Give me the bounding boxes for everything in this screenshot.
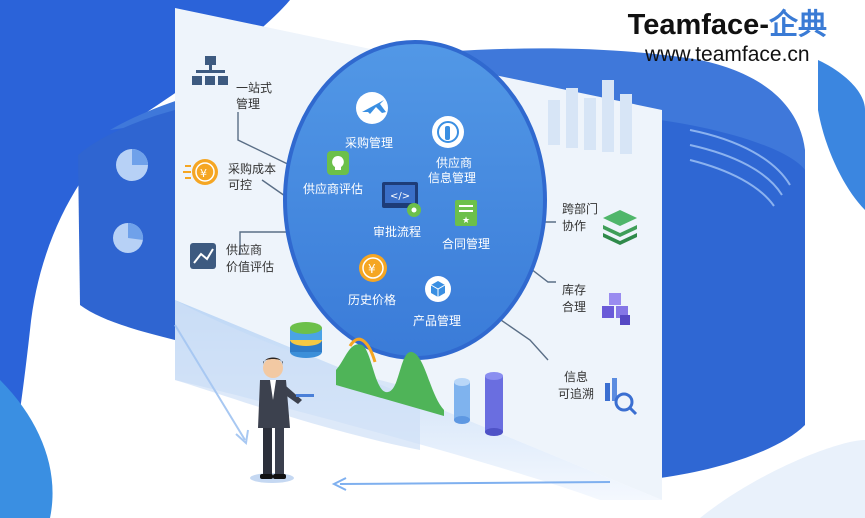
right-item-inventory[interactable]: 库存 合理 (562, 282, 630, 325)
brand-url[interactable]: www.teamface.cn (645, 43, 810, 66)
floor-cylinder-2 (485, 372, 503, 436)
cylinder-band-right (660, 120, 805, 478)
brand-title: Teamface-企典 (628, 8, 827, 42)
svg-text:★: ★ (462, 216, 470, 226)
circle-item-label: 审批流程 (373, 224, 421, 239)
left-item-label-line1: 供应商 (226, 242, 262, 257)
circle-item-approval[interactable]: </> 审批流程 (373, 182, 421, 239)
left-item-label-line2: 可控 (228, 178, 252, 192)
bottom-right-curve (700, 440, 865, 518)
right-item-label-line1: 跨部门 (562, 201, 598, 216)
floor-cylinder-1 (454, 378, 470, 424)
circle-item-label: 合同管理 (442, 236, 490, 251)
circle-item-supplier-info[interactable]: 供应商 信息管理 (428, 116, 476, 185)
business-person (250, 357, 314, 483)
right-item-label-line2: 可追溯 (558, 386, 594, 401)
background-bar-chart (548, 80, 632, 154)
stack-layers-icon (603, 210, 637, 245)
coin-stack-icon (290, 322, 322, 358)
brand-header: Teamface-企典 www.teamface.cn (628, 8, 827, 68)
org-chart-icon (192, 56, 228, 85)
floor-glow (175, 300, 420, 450)
brand-cn-name: 企典 (768, 9, 827, 41)
circle-item-purchase[interactable]: 采购管理 (345, 92, 393, 150)
brand-dash: - (759, 9, 769, 41)
left-item-cost-control[interactable]: ¥ 采购成本 可控 (183, 159, 276, 192)
circle-item-supplier-eval[interactable]: 供应商评估 (303, 151, 363, 196)
left-item-label-line1: 采购成本 (228, 161, 276, 176)
floor-arrow-bottom (339, 481, 611, 485)
circle-item-product[interactable]: 产品管理 (413, 276, 461, 328)
circle-item-label-line1: 供应商 (436, 155, 472, 170)
band-highlight-lines (689, 129, 791, 207)
svg-text:</>: </> (390, 191, 410, 202)
left-item-one-stop[interactable]: 一站式 管理 (192, 56, 272, 111)
circle-item-history-price[interactable]: ¥ 历史价格 (348, 254, 396, 307)
lower-left-blob (0, 380, 53, 518)
svg-text:¥: ¥ (200, 167, 207, 180)
circle-item-label: 采购管理 (345, 135, 393, 150)
right-item-label-line1: 信息 (564, 369, 588, 384)
magnifier-chart-icon (605, 378, 638, 416)
right-item-traceable[interactable]: 信息 可追溯 (558, 369, 638, 416)
circle-item-label: 历史价格 (348, 292, 396, 307)
circle-item-label: 产品管理 (413, 313, 461, 328)
left-blue-blob (0, 0, 290, 518)
circle-item-contract[interactable]: ★ 合同管理 (442, 200, 490, 251)
left-item-label-line2: 价值评估 (226, 259, 274, 274)
floor-arrow-left (174, 324, 246, 441)
left-item-label-line2: 管理 (236, 96, 260, 111)
left-item-value-eval[interactable]: 供应商 价值评估 (190, 242, 274, 274)
right-item-label-line2: 协作 (562, 218, 586, 233)
circle-item-label: 供应商评估 (303, 181, 363, 196)
circle-item-label-line2: 信息管理 (428, 170, 476, 185)
brand-name: Teamface (627, 9, 760, 41)
svg-text:¥: ¥ (368, 262, 376, 276)
right-item-collaboration[interactable]: 跨部门 协作 (562, 201, 637, 245)
right-item-label-line2: 合理 (562, 299, 586, 314)
right-item-label-line1: 库存 (562, 282, 586, 297)
right-blue-blob (818, 60, 865, 210)
floor-area-chart (336, 344, 444, 416)
left-item-label-line1: 一站式 (236, 81, 272, 95)
boxes-icon (602, 293, 630, 325)
